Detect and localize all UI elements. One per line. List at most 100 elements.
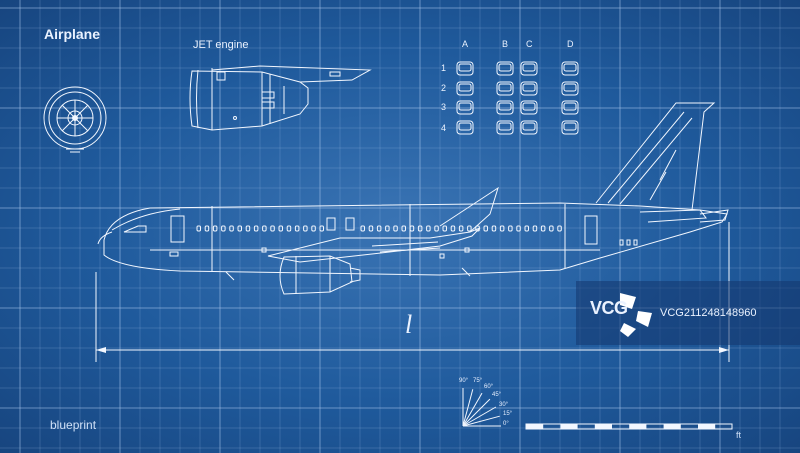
angle-ray	[462, 389, 474, 427]
page-title: Airplane	[44, 26, 101, 42]
angle-label: 90°	[459, 378, 469, 384]
scale-segment	[560, 424, 578, 429]
watermark-id: VCG211248148960	[660, 307, 757, 319]
seat-column-label: D	[567, 39, 574, 49]
window	[524, 225, 529, 232]
airplane-side-view	[97, 102, 729, 295]
window	[270, 225, 275, 232]
window	[204, 225, 210, 232]
window	[311, 225, 316, 232]
window	[532, 225, 538, 232]
seat-row-label: 2	[441, 83, 447, 93]
window	[491, 225, 497, 232]
window	[376, 225, 382, 232]
window	[196, 225, 201, 232]
scale-unit: ft	[736, 430, 742, 440]
watermark-panel	[576, 281, 800, 345]
angle-protractor	[462, 388, 501, 427]
window	[385, 225, 390, 232]
window	[319, 225, 324, 232]
window	[237, 225, 242, 232]
window	[303, 225, 308, 232]
seat-icon	[561, 61, 579, 76]
window	[212, 225, 218, 232]
window	[458, 225, 464, 232]
seat-icon	[496, 61, 514, 76]
window	[221, 225, 226, 232]
window	[426, 225, 431, 232]
seat-row-label: 4	[441, 123, 447, 133]
window	[278, 225, 283, 232]
seat-icon	[520, 120, 538, 135]
window	[262, 225, 267, 232]
window	[434, 225, 439, 232]
window	[294, 225, 300, 232]
seat-icon	[456, 100, 474, 115]
seat-icon	[520, 81, 538, 96]
seat-icon	[520, 61, 538, 76]
window	[450, 225, 456, 232]
angle-label: 75°	[473, 378, 483, 384]
window	[360, 225, 365, 232]
seat-map	[456, 61, 579, 135]
scale-segment	[526, 424, 544, 429]
window	[557, 225, 562, 232]
angle-label: 60°	[484, 384, 494, 390]
seat-row-label: 3	[441, 102, 447, 112]
seat-icon	[496, 81, 514, 96]
window	[229, 225, 234, 232]
seat-column-label: B	[502, 39, 509, 49]
scale-segment	[663, 424, 681, 429]
window	[409, 225, 415, 232]
seat-icon	[561, 120, 579, 135]
window	[467, 225, 472, 232]
window	[549, 225, 554, 232]
seat-icon	[456, 61, 474, 76]
engine-title: JET engine	[193, 39, 249, 51]
window	[286, 225, 292, 232]
seat-icon	[520, 100, 538, 115]
window	[401, 225, 406, 232]
seat-icon	[456, 81, 474, 96]
window	[393, 225, 398, 232]
scale-segment	[594, 424, 612, 429]
seat-icon	[496, 100, 514, 115]
angle-ray	[462, 406, 497, 427]
window	[417, 225, 423, 232]
angle-label: 15°	[503, 411, 513, 417]
window	[516, 225, 521, 232]
length-symbol: l	[405, 310, 413, 339]
scale-segment	[698, 424, 716, 429]
angle-label: 45°	[492, 392, 502, 398]
jet-engine-side-view	[189, 65, 372, 131]
turbine-front-view	[43, 86, 107, 153]
seat-row-label: 1	[441, 63, 447, 73]
angle-label: 30°	[499, 402, 509, 408]
window	[245, 225, 251, 232]
window	[540, 225, 546, 232]
window	[499, 225, 505, 232]
seat-icon	[496, 120, 514, 135]
watermark-logo-icon	[620, 293, 652, 337]
window	[368, 225, 374, 232]
angle-label: 0°	[503, 421, 509, 427]
seat-column-label: A	[462, 39, 469, 49]
window	[483, 225, 488, 232]
seat-column-label: C	[526, 39, 533, 49]
watermark-brand: VCG	[590, 298, 628, 318]
seat-icon	[561, 100, 579, 115]
seat-icon	[456, 120, 474, 135]
seat-icon	[561, 81, 579, 96]
window	[442, 225, 447, 232]
angle-ray	[462, 398, 491, 427]
window	[253, 225, 259, 232]
angle-ray	[462, 415, 500, 427]
window	[508, 225, 513, 232]
scale-bar	[525, 423, 733, 430]
blueprint-label: blueprint	[50, 418, 97, 432]
angle-ray	[462, 392, 483, 427]
scale-segment	[629, 424, 647, 429]
cabin-windows	[196, 225, 562, 232]
